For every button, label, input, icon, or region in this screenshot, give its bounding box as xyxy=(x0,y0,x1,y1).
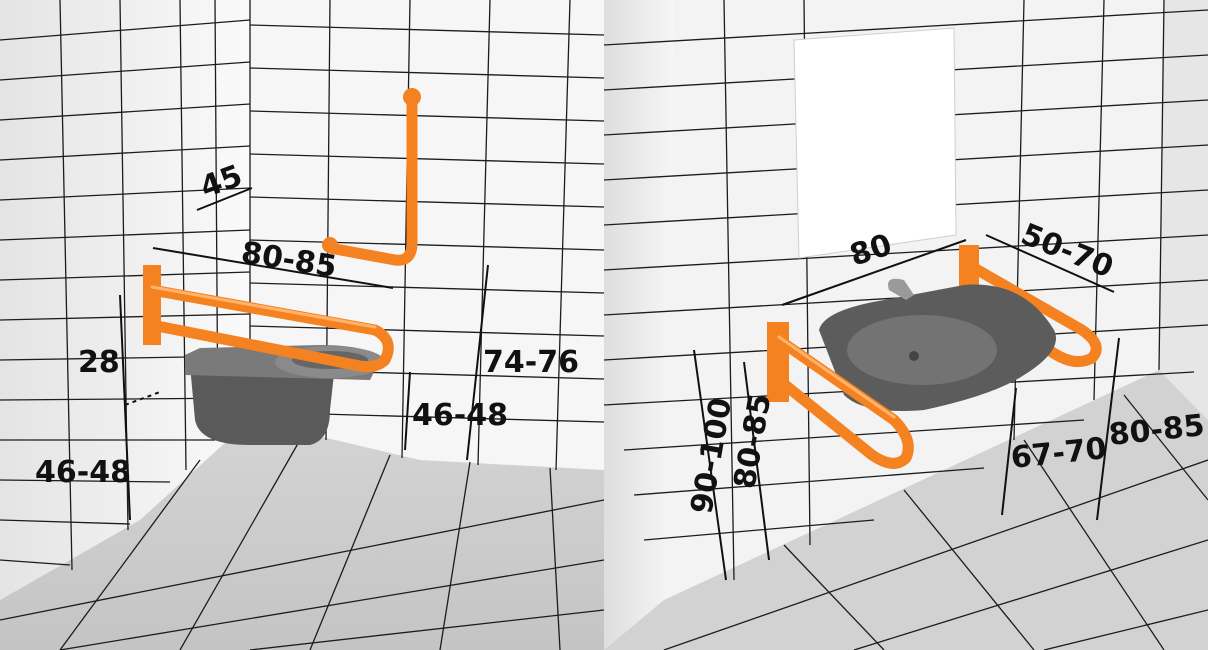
washbasin-illustration: 80 50-70 90-100 80-85 67-70 80-85 xyxy=(604,0,1208,650)
floor xyxy=(0,420,604,650)
dimension-lines xyxy=(119,187,489,521)
label-vertical-bar-height: 74-76 xyxy=(483,345,579,380)
back-wall-tiles xyxy=(249,0,604,471)
left-grab-bar xyxy=(773,334,914,469)
floor-tiles xyxy=(663,394,1208,650)
washbasin xyxy=(819,278,1056,411)
floor xyxy=(604,370,1208,650)
label-seat-height-front: 46-48 xyxy=(412,398,508,433)
l-shaped-grab-bar xyxy=(322,88,421,266)
toilet-diagram-panel: 45 80-85 28 46-48 46-48 74-76 xyxy=(0,0,604,650)
label-seat-height-wall: 46-48 xyxy=(35,455,131,490)
left-wall xyxy=(604,0,674,650)
faucet xyxy=(888,278,914,300)
dimension-lines xyxy=(693,234,1120,581)
grab-bar-wall-plate xyxy=(143,265,161,345)
floor-tiles xyxy=(0,439,604,650)
mirror xyxy=(793,27,957,259)
toilet-illustration: 45 80-85 28 46-48 46-48 74-76 xyxy=(0,0,604,650)
label-bar-gap: 28 xyxy=(78,345,120,380)
folding-grab-bar xyxy=(146,284,394,373)
right-grab-bar xyxy=(963,259,1102,368)
right-wall xyxy=(1159,0,1208,420)
washbasin-diagram-panel: 80 50-70 90-100 80-85 67-70 80-85 xyxy=(604,0,1208,650)
